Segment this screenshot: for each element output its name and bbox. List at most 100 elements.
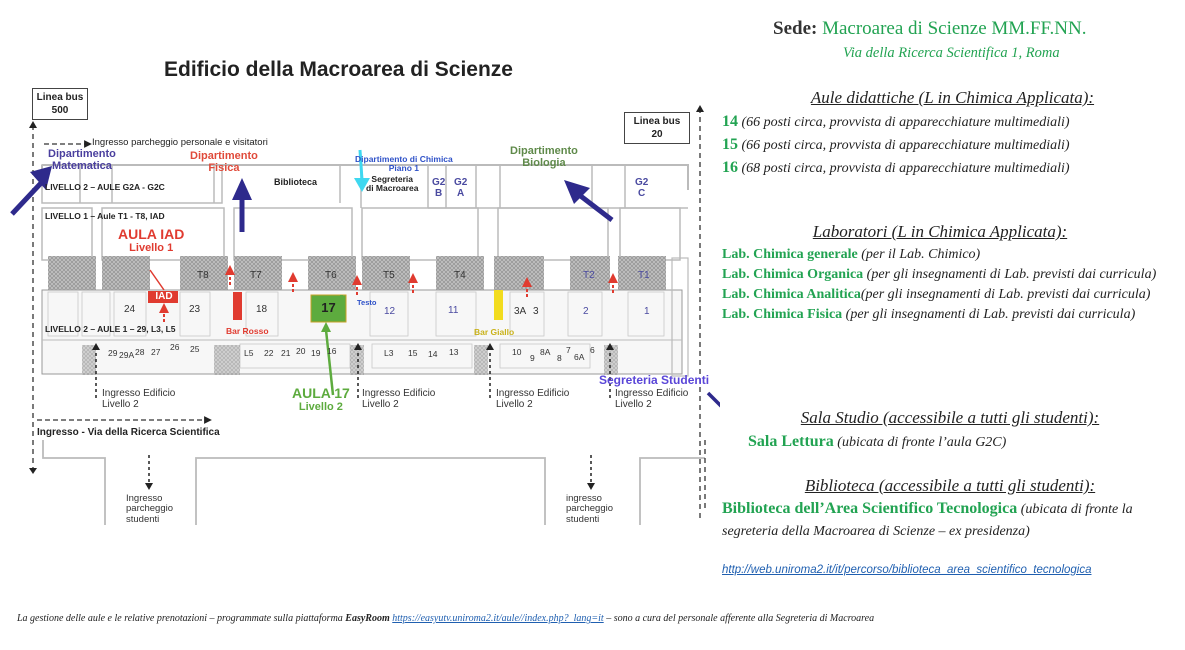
lab-name: Lab. Chimica Fisica (722, 307, 843, 322)
label-line: studenti (126, 513, 160, 525)
footer-text: – sono a cura del personale afferente al… (603, 613, 875, 624)
aula-line: Livello 1 (129, 242, 174, 255)
room-29a: 29A (119, 350, 135, 360)
label-line: Livello 2 (615, 399, 652, 410)
room-9: 9 (530, 353, 535, 363)
label-line: Ingresso Edificio (615, 388, 689, 399)
studio-name: Sala Lettura (748, 433, 834, 450)
room-label: G2 (454, 177, 468, 188)
room-24: 24 (124, 304, 136, 315)
aula-number: 14 (722, 113, 738, 130)
sede-address: Via della Ricerca Scientifica 1, Roma (843, 45, 1060, 61)
bar-rosso-marker (233, 292, 242, 320)
room-15: 15 (408, 348, 418, 358)
iad-room (148, 291, 178, 303)
studio-desc: (ubicata di fronte l’aula G2C) (837, 435, 1007, 450)
bib-link[interactable]: http://web.uniroma2.it/it/percorso/bibli… (722, 564, 1092, 576)
ingresso-via-label: Ingresso - Via della Ricerca Scientifica (37, 427, 220, 438)
biblioteca-label: Biblioteca (274, 177, 318, 187)
room-19: 19 (311, 348, 321, 358)
lab-desc: (per gli insegnamenti di Lab. previsti d… (842, 307, 1136, 322)
room-27: 27 (151, 347, 161, 357)
arrow-matematica (10, 180, 44, 216)
label-line: Ingresso (126, 493, 163, 504)
bus-label: Linea bus (36, 92, 84, 103)
label-line: Livello 2 (102, 399, 139, 410)
room-22: 22 (264, 348, 274, 358)
aula-line: Livello 2 (298, 401, 343, 414)
dept-fisica-label: Dipartimento Fisica (190, 150, 258, 174)
lab-desc: (per il Lab. Chimico) (857, 247, 981, 262)
aula-desc: (68 posti circa, provvista di apparecchi… (741, 161, 1070, 176)
lab-item: Lab. Chimica generale (per il Lab. Chimi… (722, 245, 1172, 265)
aula-item: 15 (66 posti circa, provvista di apparec… (722, 136, 1070, 154)
room-13: 13 (449, 347, 459, 357)
room-8a: 8A (540, 347, 551, 357)
aula-line: AULA 17 (292, 385, 350, 401)
lab-desc: (per gli insegnamenti di Lab. previsti d… (863, 267, 1157, 282)
dept-line: Dipartimento (510, 145, 578, 157)
label-line: ingresso (566, 493, 602, 504)
dept-line: Biologia (522, 157, 566, 170)
room-label: A (457, 188, 465, 199)
bus-number: 20 (651, 129, 663, 140)
bib-name: Biblioteca dell’Area Scientifico Tecnolo… (722, 500, 1018, 517)
dept-line: Dipartimento (190, 150, 258, 162)
lab-item: Lab. Chimica Analitica(per gli insegname… (722, 285, 1172, 305)
room-2: 2 (583, 306, 589, 317)
lab-item: Lab. Chimica Fisica (per gli insegnament… (722, 305, 1172, 325)
bus-number: 500 (51, 105, 69, 116)
sede-name: Macroarea di Scienze MM.FF.NN. (822, 18, 1087, 39)
room-26: 26 (170, 342, 180, 352)
label-line: Livello 2 (362, 399, 399, 410)
room-7: 7 (566, 345, 571, 355)
lab-name: Lab. Chimica Analitica (722, 287, 861, 302)
aula-iad-label: AULA IAD Livello 1 (118, 226, 185, 255)
room-t4: T4 (454, 270, 466, 281)
room-t8: T8 (197, 270, 209, 281)
room-3a: 3A (514, 306, 527, 317)
studio-item: Sala Lettura (ubicata di fronte l’aula G… (748, 433, 1006, 451)
bib-desc: (ubicata di fronte la segreteria della M… (722, 502, 1133, 539)
dept-line: Dipartimento (48, 148, 116, 160)
livello2-g-label: LIVELLO 2 – AULE G2A - G2C (45, 182, 165, 192)
room-label: G2 (432, 177, 446, 188)
dept-line: Piano 1 (388, 163, 419, 174)
label-line: di Macroarea (366, 183, 419, 194)
segreteria-macroarea-label: Segreteria di Macroarea (366, 174, 419, 194)
lab-desc: (per gli insegnamenti di Lab. previsti d… (860, 287, 1151, 302)
room-10: 10 (512, 347, 522, 357)
room-label: G2 (635, 177, 649, 188)
bus-stop-20: Linea bus 20 (624, 112, 690, 144)
testo-label: Testo (357, 298, 377, 307)
room-t2: T2 (583, 270, 595, 281)
room-11: 11 (448, 305, 459, 316)
room-12: 12 (384, 306, 396, 317)
aula-17-room-label: 17 (321, 300, 336, 315)
room-t6: T6 (325, 270, 337, 281)
sede-header: Sede: Macroarea di Scienze MM.FF.NN. (773, 18, 1087, 40)
aula-line: AULA IAD (118, 226, 185, 242)
livello1-label: LIVELLO 1 – Aule T1 - T8, IAD (45, 211, 165, 221)
room-14: 14 (428, 349, 438, 359)
map-drawing (10, 105, 720, 525)
sede-label: Sede: (773, 18, 818, 39)
easyroom-link[interactable]: https://easyutv.uniroma2.it/aule//index.… (392, 613, 604, 624)
dept-biologia-label: Dipartimento Biologia (510, 145, 578, 169)
map-title: Edificio della Macroarea di Scienze (164, 58, 513, 81)
campus-map: Edificio della Macroarea di Scienze Line… (10, 58, 720, 525)
room-1: 1 (644, 306, 650, 317)
segreteria-studenti-label: Segreteria Studenti (599, 373, 710, 387)
aula-desc: (66 posti circa, provvista di apparecchi… (741, 138, 1070, 153)
lab-name: Lab. Chimica Organica (722, 267, 864, 282)
room-label: C (638, 188, 646, 199)
room-28: 28 (135, 347, 145, 357)
footer-platform: EasyRoom (345, 613, 390, 624)
label-line: Ingresso Edificio (102, 388, 176, 399)
